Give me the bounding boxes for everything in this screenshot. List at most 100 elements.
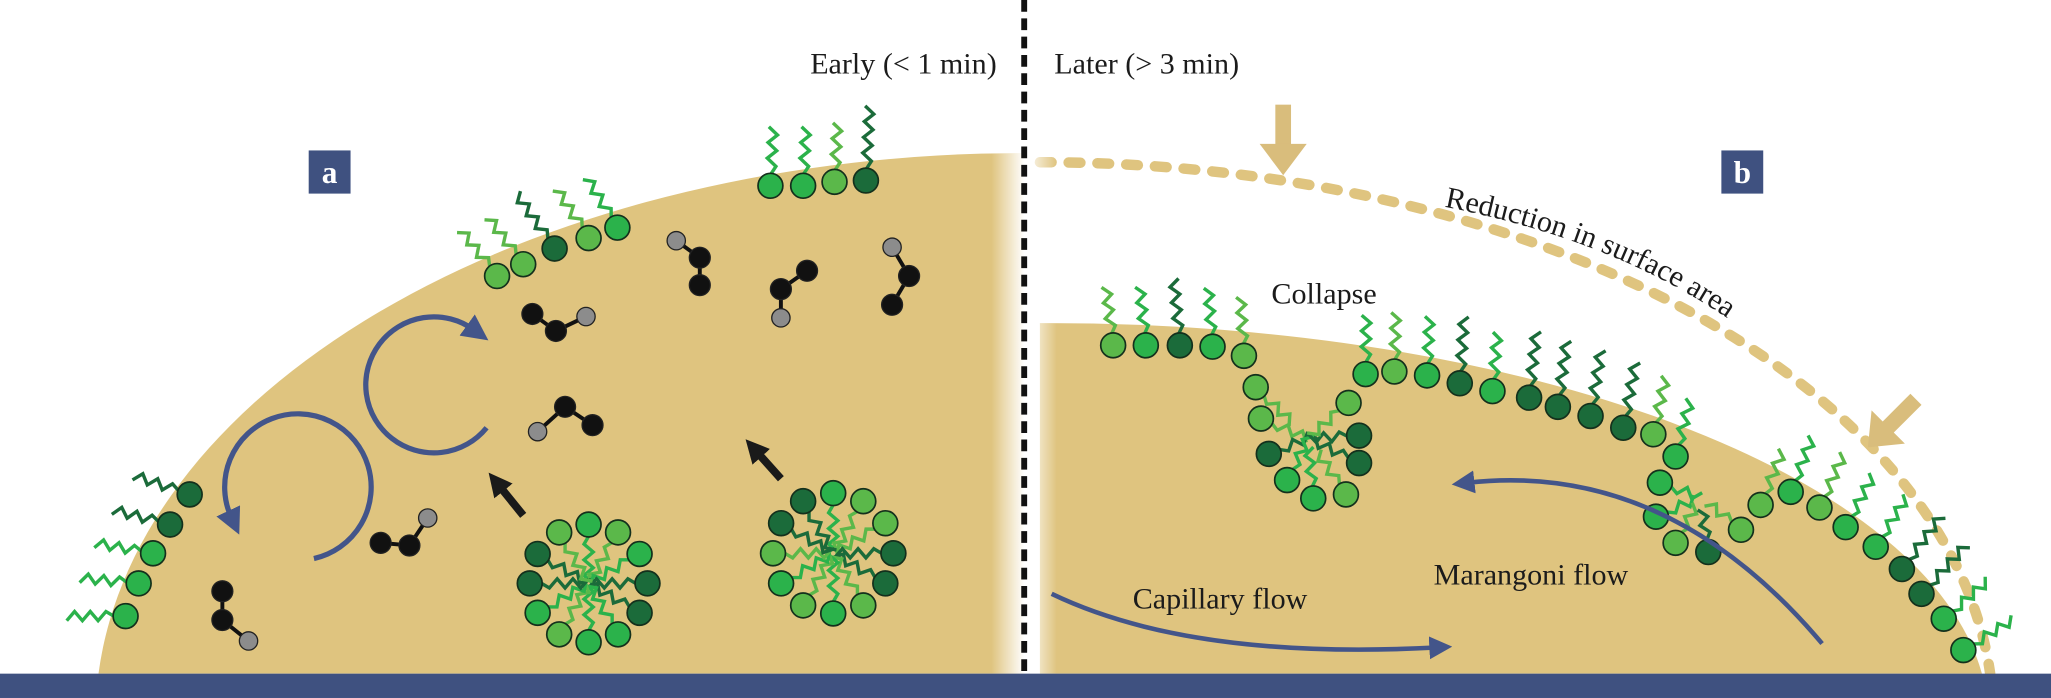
- surfactant-head: [1930, 605, 1958, 632]
- grey-atom: [882, 237, 902, 258]
- surfactant-head: [1247, 405, 1275, 432]
- surfactant-tail: [1675, 397, 1696, 447]
- surfactant-head: [1345, 422, 1373, 449]
- black-atom: [880, 293, 904, 316]
- surfactant-tail: [456, 230, 492, 267]
- early-time-label: Early (< 1 min): [810, 46, 997, 80]
- surfactant-head: [575, 628, 602, 656]
- surfactant-tail: [1134, 285, 1151, 335]
- surfactant-head: [1335, 389, 1362, 417]
- surfactant-head: [626, 540, 653, 568]
- surfactant-tail: [1234, 295, 1250, 345]
- marangoni-flow-arrow: [1451, 470, 1824, 646]
- surfactant-head: [789, 592, 817, 619]
- surfactant-head: [1832, 513, 1859, 541]
- surfactant-head: [1640, 421, 1667, 448]
- surfactant-head: [1099, 332, 1127, 359]
- shrink-arrow-top: [1259, 104, 1307, 176]
- surfactant-tail: [829, 555, 860, 596]
- surfactant-tail: [1554, 339, 1573, 397]
- surfactant-tail: [581, 535, 596, 585]
- surfactant-head: [139, 540, 167, 567]
- surfactant-tail: [1302, 445, 1319, 488]
- black-atom: [211, 608, 234, 632]
- surfactant-head: [176, 481, 203, 508]
- surfactant-tail: [585, 581, 631, 608]
- surfactant-head: [1609, 414, 1637, 442]
- surfactant-head: [850, 592, 877, 619]
- surfactant-tail: [860, 104, 877, 170]
- panel-a-badge: a: [308, 150, 351, 194]
- surfactant-tail: [582, 178, 613, 218]
- surfactant-head: [634, 570, 661, 597]
- surfactant-tail: [1306, 408, 1341, 437]
- surfactant-head: [1662, 443, 1689, 470]
- surfactant-tail: [1313, 436, 1350, 459]
- surfactant-tail: [1306, 429, 1349, 446]
- surfactant-tail: [1973, 615, 2013, 646]
- surfactant-head: [819, 600, 847, 627]
- surfactant-head: [509, 250, 537, 278]
- surfactant-tail: [808, 551, 835, 597]
- surfactant-tail: [783, 546, 834, 561]
- surfactant-head: [1727, 516, 1755, 544]
- surfactant-tail: [1487, 330, 1504, 381]
- surfactant-tail: [1764, 447, 1787, 496]
- surfactant-head: [112, 602, 139, 630]
- surfactant-tail: [797, 125, 813, 175]
- surfactant-head: [1662, 529, 1689, 557]
- surfactant-tail: [65, 608, 115, 624]
- molecules-layer: [65, 104, 2013, 664]
- solute-molecule: [527, 395, 604, 442]
- surfactant-tail: [828, 121, 845, 171]
- surfactant-head: [880, 540, 907, 567]
- circulation-arrow-lower: [216, 411, 374, 562]
- surfactant-head: [1345, 449, 1373, 477]
- grey-atom: [238, 631, 259, 651]
- surfactant-tail: [563, 542, 593, 583]
- surfactant-head: [1132, 332, 1160, 359]
- original-droplet-outline: [1034, 156, 1996, 679]
- surfactant-head: [1332, 481, 1360, 508]
- surfactant-head: [545, 519, 573, 546]
- capillary-flow-label: Capillary flow: [1133, 581, 1308, 615]
- collapse-label: Collapse: [1271, 276, 1376, 310]
- black-atom: [769, 277, 793, 301]
- surfactant-tail: [546, 558, 592, 586]
- surfactant-tail: [1666, 494, 1696, 515]
- panel-b-letter: b: [1734, 155, 1751, 190]
- surfactant-tail: [1881, 493, 1909, 539]
- surfactant-tail: [1270, 422, 1308, 443]
- surfactant-tail: [1621, 361, 1641, 418]
- surfactant-tail: [826, 553, 841, 603]
- surfactant-tail: [789, 528, 835, 555]
- grey-atom: [771, 308, 791, 328]
- surfactant-head: [604, 621, 632, 648]
- grey-atom: [666, 230, 687, 251]
- surfactant-tail: [131, 471, 180, 493]
- surfactant-tail: [1167, 277, 1185, 335]
- black-atom: [688, 246, 711, 269]
- surfactant-head: [1950, 636, 1977, 664]
- surfactant-head: [516, 570, 544, 597]
- black-atom: [211, 580, 234, 603]
- capillary-flow-arrow: [1050, 591, 1453, 660]
- surfactant-head: [125, 570, 152, 597]
- surfactant-tail: [1928, 545, 1970, 587]
- surfactant-head: [1577, 402, 1604, 430]
- surfactant-head: [524, 599, 551, 627]
- surfactant-head: [1230, 342, 1258, 370]
- later-time-label: Later (> 3 min): [1054, 46, 1239, 80]
- surfactant-head: [1273, 466, 1301, 494]
- reduction-label: Reduction in surface area: [1443, 180, 1743, 324]
- solute-molecule: [521, 302, 596, 343]
- surfactant-head: [545, 621, 573, 648]
- black-atom: [897, 264, 921, 288]
- circulation-arrow-upper: [363, 314, 489, 456]
- surfactant-head: [1199, 333, 1226, 360]
- surfactant-tail: [831, 509, 859, 556]
- surfactant-head: [1515, 384, 1543, 411]
- surfactant-tail: [791, 549, 832, 580]
- surfactant-tail: [1421, 315, 1437, 365]
- surfactant-tail: [1696, 508, 1713, 542]
